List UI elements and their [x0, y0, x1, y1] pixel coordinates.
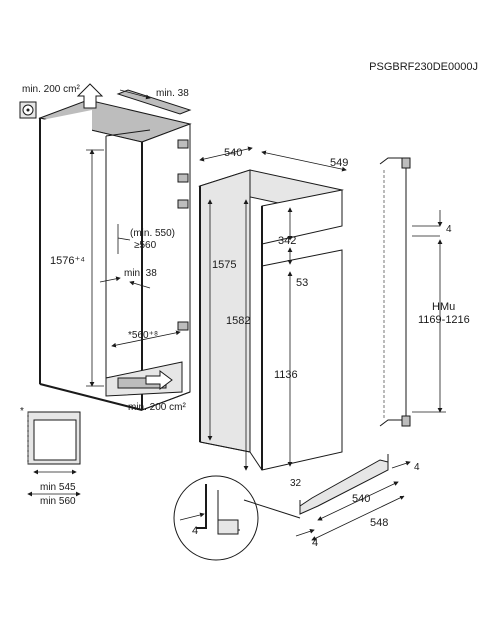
- floor-front-label: 4: [312, 537, 318, 549]
- niche-cabinet: [38, 89, 192, 411]
- hinge-icons: [177, 139, 189, 331]
- outer-min-label: min 560: [40, 496, 76, 507]
- niche-height-label: 1576⁺⁴: [50, 255, 85, 267]
- detail-leader-line: [243, 499, 301, 519]
- depth-note-label: (min. 550): [130, 228, 175, 239]
- door-gap-label: 53: [296, 277, 308, 289]
- freezer-door-label: 342: [278, 235, 296, 247]
- appliance-width-label: 549: [330, 157, 348, 169]
- fridge-door-label: 1136: [274, 369, 298, 381]
- appliance-body: [198, 169, 344, 471]
- bottom-offset-label: 32: [290, 478, 302, 489]
- model-code: PSGBRF230DE0000J: [369, 61, 478, 73]
- side-rail-profile: [379, 157, 411, 427]
- hmu-label: HMu: [432, 301, 455, 313]
- vent-bottom-arrow: [145, 370, 173, 390]
- floor-plan-detail: [299, 454, 389, 515]
- appliance-depth-label: 540: [224, 147, 242, 159]
- height-left-label: 1575: [212, 259, 236, 271]
- top-gap-label: min. 38: [156, 88, 189, 99]
- niche-width-label: *560⁺⁸: [128, 330, 158, 341]
- power-socket-icon: [19, 101, 37, 119]
- niche-section-detail: [27, 411, 81, 465]
- floor-total-label: 548: [370, 517, 388, 529]
- rail-top-gap-label: 4: [446, 224, 452, 235]
- door-gap-detail-circle: [173, 475, 259, 561]
- vent-bottom-label: min. 200 cm²: [128, 402, 186, 413]
- vent-top-label: min. 200 cm²: [22, 84, 80, 95]
- side-gap-label: min. 38: [124, 268, 157, 279]
- depth-min-label: ≥560: [134, 240, 157, 251]
- door-detail-gap-label: 4: [192, 525, 198, 537]
- floor-depth-label: 540: [352, 493, 370, 505]
- height-total-label: 1582: [226, 315, 250, 327]
- inner-min-label: min 545: [40, 482, 76, 493]
- hmu-range-label: 1169-1216: [418, 314, 470, 326]
- floor-offset-label: 4: [414, 462, 420, 473]
- section-asterisk: *: [20, 406, 24, 417]
- vent-top-arrow: [76, 83, 104, 109]
